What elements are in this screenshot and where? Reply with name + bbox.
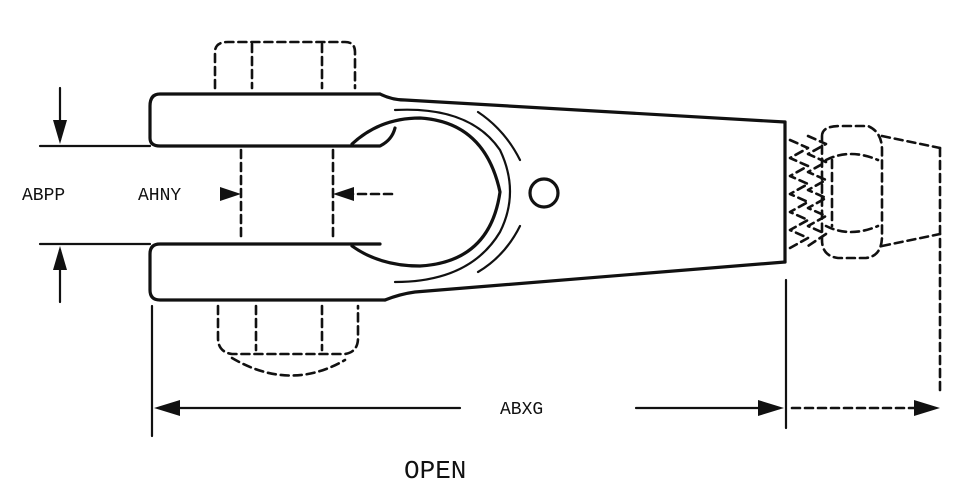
jam-nut-face-1 — [824, 152, 880, 162]
dim-abpp — [38, 86, 152, 304]
caption-open: OPEN — [404, 456, 466, 486]
stud-bottom-line — [880, 232, 942, 248]
cross-hole — [528, 177, 560, 209]
lower-prong — [148, 242, 387, 302]
abxg-arrow-right-head — [758, 400, 784, 416]
pin-head-bottom — [216, 304, 360, 356]
clevis-body — [148, 92, 787, 302]
body-top-outline — [378, 92, 787, 124]
hook-upper — [476, 110, 522, 162]
abpp-arrow-bottom-head — [53, 246, 67, 270]
jam-nut-face-2 — [824, 224, 880, 234]
thread-zigzag-1 — [788, 138, 810, 250]
abxg-arrow-left-head — [154, 400, 180, 416]
slot-inner-curve — [350, 116, 502, 268]
thread-zigzag-2 — [806, 134, 828, 248]
slot-outer-curve — [393, 108, 512, 284]
abpp-label: ABPP — [22, 186, 65, 206]
jam-nut — [820, 124, 884, 260]
threaded-end — [788, 124, 942, 394]
ahny-arrow-left-head — [220, 187, 241, 201]
pin-head-top — [213, 40, 357, 90]
pin-head-bottom-cap — [230, 356, 347, 377]
stud-top-line — [880, 134, 942, 150]
abxg-dashed-arrow-head — [914, 400, 940, 416]
ahny-arrow-right-head — [333, 187, 354, 201]
dim-ahny — [220, 187, 394, 201]
hook-lower — [476, 224, 522, 274]
abpp-arrow-top-head — [53, 120, 67, 144]
body-bottom-outline — [383, 260, 787, 302]
abxg-label: ABXG — [500, 400, 543, 420]
ahny-label: AHNY — [138, 186, 181, 206]
upper-prong — [148, 92, 397, 148]
dim-abxg — [150, 278, 940, 438]
clevis-pin — [213, 40, 360, 377]
